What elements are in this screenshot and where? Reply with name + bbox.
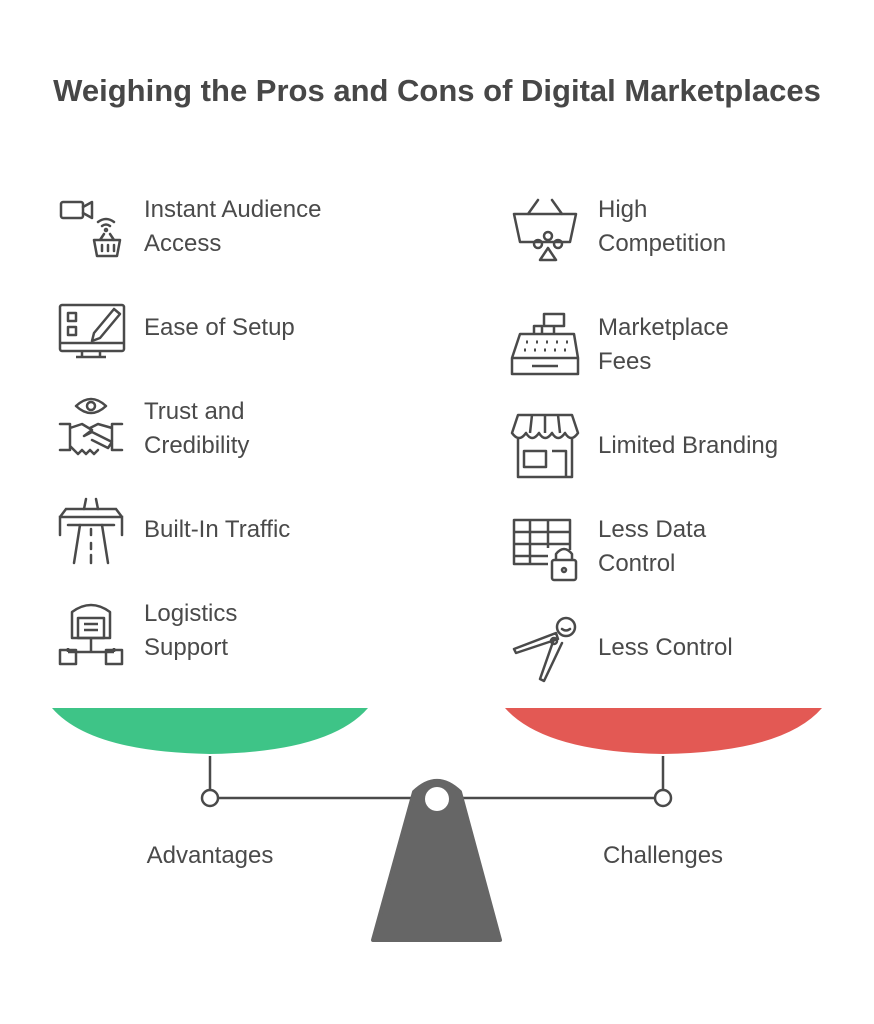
monitor-edit-icon	[58, 303, 126, 359]
advantage-item: Trust and Credibility	[56, 389, 304, 469]
advantage-item: Instant Audience Access	[56, 187, 364, 267]
challenge-item: Limited Branding	[510, 406, 778, 486]
advantage-label: Instant Audience Access	[144, 196, 322, 257]
challenges-pan	[505, 708, 822, 754]
challenge-label: Marketplace Fees	[598, 314, 729, 375]
fulcrum	[371, 779, 502, 942]
advantage-label: Ease of Setup	[144, 314, 295, 341]
advantage-label: Logistics Support	[144, 600, 238, 661]
advantage-label: Built-In Traffic	[144, 516, 291, 543]
advantage-item: Logistics Support	[56, 591, 274, 671]
storefront-icon	[510, 413, 580, 479]
challenge-item: Less Data Control	[510, 507, 758, 587]
advantage-label: Trust and Credibility	[144, 398, 250, 459]
challenge-label: Limited Branding	[598, 432, 779, 459]
pliers-icon	[512, 616, 577, 683]
camera-wifi-basket-icon	[59, 200, 122, 258]
table-lock-icon	[512, 518, 578, 582]
advantage-item: Built-In Traffic	[56, 490, 290, 570]
warehouse-network-icon	[58, 603, 124, 666]
challenge-item: Marketplace Fees	[510, 305, 768, 385]
left-pivot	[200, 788, 220, 808]
challenges-label: Challenges	[602, 842, 724, 869]
handshake-eye-icon	[58, 397, 124, 456]
diagram-title: Weighing the Pros and Cons of Digital Ma…	[53, 73, 821, 108]
highway-icon	[58, 497, 124, 565]
basket-people-icon	[512, 198, 578, 262]
challenge-item: Less Control	[510, 608, 733, 688]
challenge-item: High Competition	[510, 187, 768, 267]
challenge-label: High Competition	[598, 196, 727, 257]
right-pivot	[653, 788, 673, 808]
advantages-label: Advantages	[146, 842, 274, 869]
fulcrum-hole	[425, 787, 449, 811]
challenge-label: Less Data Control	[598, 516, 707, 577]
challenge-label: Less Control	[598, 634, 733, 661]
advantage-item: Ease of Setup	[56, 288, 295, 368]
cash-register-icon	[510, 312, 580, 376]
advantages-pan	[52, 708, 368, 754]
